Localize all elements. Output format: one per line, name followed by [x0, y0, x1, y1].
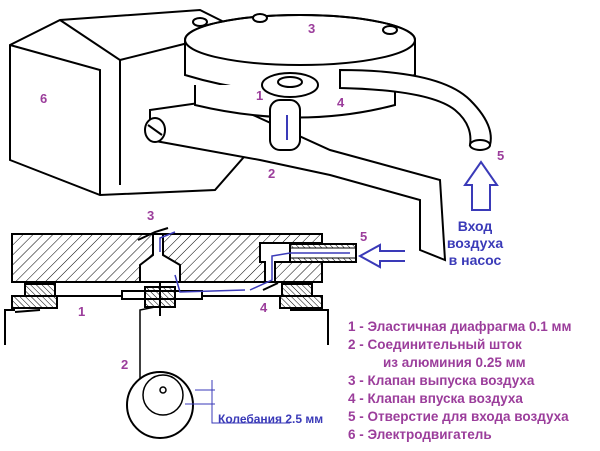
legend: 1 - Эластичная диафрагма 0.1 мм 2 - Соед…	[348, 318, 572, 444]
label-5: 5	[360, 229, 367, 244]
label-2-top: 2	[268, 166, 275, 181]
legend-item: 2 - Соединительный шток	[348, 337, 522, 352]
connecting-rod	[139, 306, 156, 400]
legend-item: 4 - Клапан впуска воздуха	[348, 391, 523, 406]
legend-item: 1 - Эластичная диафрагма 0.1 мм	[348, 319, 572, 334]
eccentric-wheel	[126, 371, 194, 439]
oscillation-label: Колебания 2.5 мм	[218, 412, 324, 426]
air-inlet-caption: Вход воздуха в насос	[420, 218, 530, 269]
legend-item: 6 - Электродвигатель	[348, 427, 492, 442]
label-6: 6	[40, 91, 47, 106]
pump-3d-sketch	[9, 8, 492, 262]
label-4: 4	[260, 300, 268, 315]
label-5-top: 5	[497, 148, 504, 163]
airflow-arrows	[159, 231, 350, 424]
pump-cross-section	[4, 227, 357, 439]
label-3: 3	[147, 208, 154, 223]
inlet-arrow-left-icon	[357, 243, 405, 269]
legend-item: 3 - Клапан выпуска воздуха	[348, 373, 535, 388]
legend-item: из алюминия 0.25 мм	[383, 355, 526, 370]
label-3-top: 3	[308, 21, 315, 36]
inlet-line-3: в насос	[448, 252, 502, 268]
inlet-arrow-up-icon	[463, 160, 499, 211]
inlet-line-2: воздуха	[446, 235, 504, 251]
label-4-top: 4	[337, 95, 345, 110]
label-1: 1	[78, 304, 85, 319]
inlet-line-1: Вход	[457, 218, 493, 234]
label-2: 2	[121, 357, 128, 372]
label-1-top: 1	[256, 88, 263, 103]
legend-item: 5 - Отверстие для входа воздуха	[348, 409, 569, 424]
